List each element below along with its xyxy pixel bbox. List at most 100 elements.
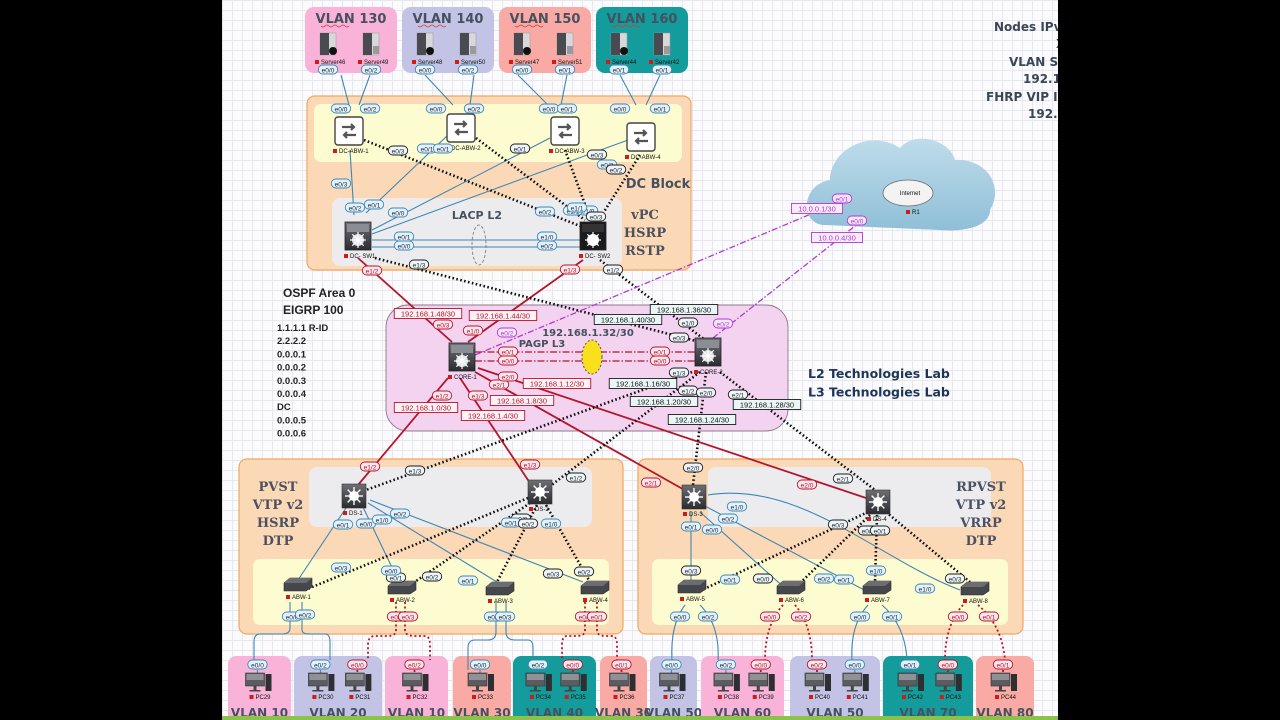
distribution-switch-ds-3[interactable]: DS-3 <box>681 484 707 518</box>
pc-pc44[interactable]: PC44 <box>990 672 1017 701</box>
interface-pill <box>517 518 539 529</box>
pc-pc42[interactable]: PC42 <box>897 672 924 701</box>
monitor-stand <box>813 686 816 690</box>
access-switch-abw-3[interactable]: ABW-3 <box>485 581 515 605</box>
pc-pc31[interactable]: PC31 <box>345 672 372 701</box>
star-ray <box>877 501 885 509</box>
interface-name: e0/2 <box>539 209 552 216</box>
subnet-box <box>393 402 459 413</box>
l2-switch-dc-abw-1[interactable]: DC-ABW-1 <box>333 116 369 155</box>
vlan-title: VLAN 160 <box>607 12 678 27</box>
pc-pc39[interactable]: PC39 <box>748 672 775 701</box>
access-pc-link <box>699 604 719 661</box>
pc-pc30[interactable]: PC30 <box>308 672 335 701</box>
left-block-port-label: e0/2 <box>573 566 595 577</box>
access-switch-abw-7[interactable]: ABW-7 <box>862 580 892 604</box>
server-port-label: e0/2 <box>457 64 479 75</box>
interface-pill <box>695 387 717 398</box>
device-name: Server48 <box>418 60 443 66</box>
interface-name: e0/2 <box>488 614 501 621</box>
server-port-label: e0/2 <box>360 64 382 75</box>
multilayer-switch-dc-sw1[interactable]: DC- SW1 <box>344 221 376 260</box>
protocol-vtp-v2: VTP v2 <box>955 498 1007 513</box>
pc-pc35[interactable]: PC35 <box>560 672 587 701</box>
server-server51[interactable]: Server51 <box>552 32 583 66</box>
core1-port-e2-0: e2/0 <box>497 371 519 382</box>
pc-pc38[interactable]: PC38 <box>713 672 740 701</box>
arrows-icon <box>634 129 648 145</box>
vlan-box-bg <box>976 656 1034 720</box>
pc-pc33[interactable]: PC33 <box>467 672 494 701</box>
device-name: PC41 <box>853 695 869 701</box>
access-switch-abw-5[interactable]: ABW-5 <box>677 579 707 603</box>
protocol-rpvst: RPVST <box>956 480 1006 495</box>
interface-pill <box>497 355 519 366</box>
server-server44[interactable]: Server44 <box>606 32 637 66</box>
distribution-switch-ds-4[interactable]: DS-4 <box>865 489 891 523</box>
distribution-switch-ds-2[interactable]: DS-2 <box>527 479 553 513</box>
access-switch-abw-4[interactable]: ABW-4 <box>580 580 610 604</box>
subnet-12: 192.168.1.12/30 <box>522 378 592 389</box>
interface-pill <box>414 64 436 75</box>
access-switch-abw-2[interactable]: ABW-2 <box>387 580 417 604</box>
subnet-box <box>811 232 864 243</box>
pc-pc34[interactable]: PC34 <box>525 672 552 701</box>
device-name: ABW-8 <box>969 599 989 605</box>
access-switch-abw-8[interactable]: ABW-8 <box>960 581 990 605</box>
interface-pill <box>846 215 868 226</box>
core1-port-e1-2: e1/2 <box>431 390 453 401</box>
subnet-box <box>649 304 719 315</box>
access-switch-abw-1[interactable]: ABW-1 <box>283 577 313 601</box>
device-name: PC40 <box>815 695 831 701</box>
server-server42[interactable]: Server42 <box>649 32 680 66</box>
star-ray <box>539 491 547 499</box>
server-server48[interactable]: Server48 <box>412 32 443 66</box>
right-block-port-label: e0/2 <box>813 573 835 584</box>
monitor-base <box>939 690 951 692</box>
subnet-0: 192.168.1.0/30 <box>393 402 459 413</box>
status-icon <box>412 60 416 64</box>
l2-switch-dc-abw-2[interactable]: DC-ABW-2 <box>445 113 481 152</box>
interface-pill <box>497 371 519 382</box>
ds1-abw1-link <box>297 504 349 581</box>
interface-pill <box>397 611 419 622</box>
interface-name: e0/3 <box>547 571 560 578</box>
device-name: PC32 <box>413 695 429 701</box>
l2-switch-dc-abw-4[interactable]: DC-ABW-4 <box>625 122 661 161</box>
distribution-switch-ds-1[interactable]: DS-1 <box>341 483 367 517</box>
pc-pc43[interactable]: PC43 <box>935 672 962 701</box>
multilayer-switch-dc-sw2[interactable]: DC- SW2 <box>579 221 611 260</box>
device-name: PC35 <box>571 695 587 701</box>
server-server47[interactable]: Server47 <box>509 32 540 66</box>
monitor-base <box>663 690 675 692</box>
interface-name: e0/3 <box>832 522 845 529</box>
monitor-stand <box>568 686 572 690</box>
interface-name: e0/1 <box>579 614 592 621</box>
pc-pc41[interactable]: PC41 <box>842 672 869 701</box>
interface-pill <box>978 611 1000 622</box>
pc-pc32[interactable]: PC32 <box>402 672 429 701</box>
spellcheck-underline <box>417 24 447 28</box>
pc-pc29[interactable]: PC29 <box>245 672 272 701</box>
device-name: PC39 <box>759 695 775 701</box>
pc-pc36[interactable]: PC36 <box>609 672 636 701</box>
l2-switch-dc-abw-3[interactable]: DC-ABW-3 <box>549 116 585 155</box>
server-server50[interactable]: Server50 <box>455 32 486 66</box>
interface-pill <box>849 611 871 622</box>
server-server46[interactable]: Server46 <box>315 32 346 66</box>
star-ray <box>455 354 463 362</box>
status-icon <box>390 598 394 602</box>
interface-pill <box>330 103 352 114</box>
multilayer-switch-core-1[interactable]: CORE-1 <box>448 342 477 381</box>
status-icon <box>333 149 337 153</box>
multilayer-switch-core-2[interactable]: CORE-2 <box>694 337 723 376</box>
monitor-base <box>995 690 1006 692</box>
access-switch-abw-6[interactable]: ABW-6 <box>776 580 806 604</box>
server-server49[interactable]: Server49 <box>358 32 389 66</box>
pc-pc37[interactable]: PC37 <box>659 672 686 701</box>
switch-top <box>582 224 604 232</box>
pc-pc40[interactable]: PC40 <box>804 672 831 701</box>
interface-pill <box>790 611 812 622</box>
interface-name: e0/2 <box>717 321 730 328</box>
